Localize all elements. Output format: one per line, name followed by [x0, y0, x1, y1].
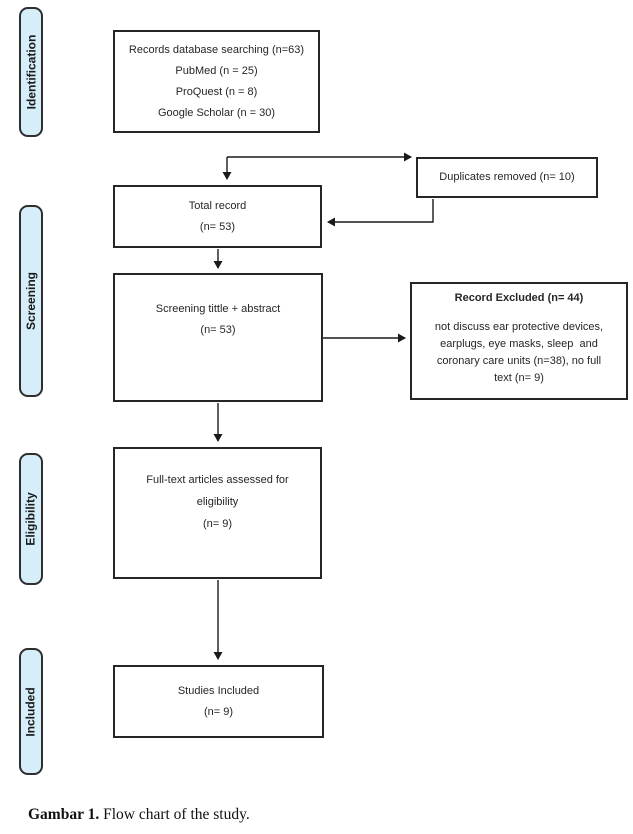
record-excluded-title: Record Excluded (n= 44): [454, 292, 584, 304]
box-studies-included: Studies Included (n= 9): [113, 665, 324, 738]
records-line: PubMed (n = 25): [175, 64, 258, 77]
figure-caption-text: Flow chart of the study.: [99, 806, 250, 823]
box-total-record: Total record (n= 53): [113, 185, 322, 248]
total-record-line: (n= 53): [199, 220, 236, 233]
record-excluded-body-line: coronary care units (n=38), no full: [436, 355, 602, 367]
records-line: Google Scholar (n = 30): [157, 106, 276, 119]
record-excluded-body-line: not discuss ear protective devices,: [434, 321, 604, 333]
stage-included-label: Included: [24, 686, 38, 737]
stage-identification-label: Identification: [24, 34, 39, 110]
studies-included-line: (n= 9): [203, 705, 234, 718]
records-line: Records database searching (n=63): [128, 43, 305, 56]
studies-included-line: Studies Included: [177, 684, 260, 697]
stage-included: Included: [19, 648, 43, 775]
stage-eligibility-label: Eligibility: [24, 492, 38, 546]
fulltext-line: eligibility: [196, 496, 239, 508]
record-excluded-body: not discuss ear protective devices, earp…: [435, 319, 603, 387]
box-fulltext-assessed: Full-text articles assessed for eligibil…: [113, 447, 322, 579]
screening-line: Screening tittle + abstract: [155, 303, 281, 315]
fulltext-line: Full-text articles assessed for: [146, 474, 289, 486]
records-line: ProQuest (n = 8): [175, 85, 258, 98]
fulltext-line: (n= 9): [202, 518, 233, 530]
arrow-duplicates-return: [327, 199, 434, 227]
stage-screening-label: Screening: [24, 271, 38, 331]
stage-identification: Identification: [19, 7, 43, 137]
screening-line: (n= 53): [200, 324, 236, 336]
box-duplicates-removed: Duplicates removed (n= 10): [416, 157, 598, 198]
stage-eligibility: Eligibility: [19, 453, 43, 585]
box-record-excluded: Record Excluded (n= 44) not discuss ear …: [410, 282, 628, 400]
box-records-database-searching: Records database searching (n=63) PubMed…: [113, 30, 320, 133]
duplicates-removed-text: Duplicates removed (n= 10): [439, 171, 575, 183]
stage-screening: Screening: [19, 205, 43, 397]
figure-caption: Gambar 1. Flow chart of the study.: [28, 806, 250, 824]
figure-caption-label: Gambar 1.: [28, 806, 100, 823]
record-excluded-body-line: earplugs, eye masks, sleep and: [440, 338, 598, 350]
box-screening-title-abstract: Screening tittle + abstract (n= 53): [113, 273, 323, 402]
record-excluded-body-line: text (n= 9): [494, 372, 544, 384]
total-record-line: Total record: [188, 199, 247, 212]
